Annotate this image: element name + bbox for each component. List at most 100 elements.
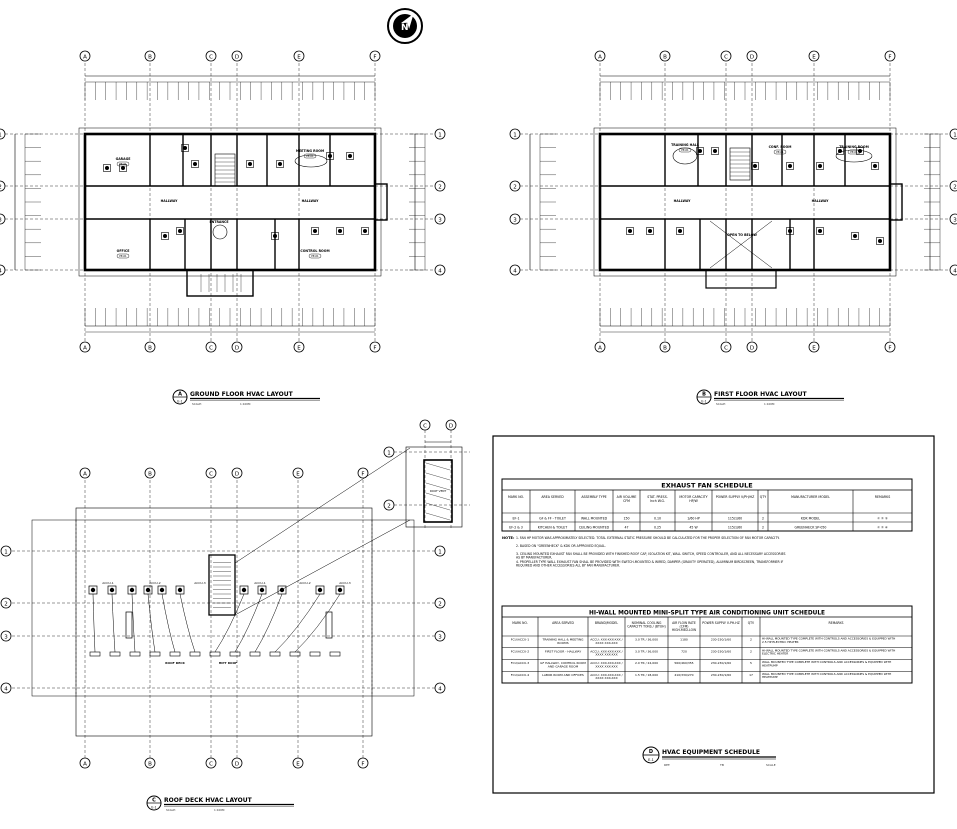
- title-symbol-top: A: [178, 392, 182, 398]
- grid-col-E-bottom-label: E: [812, 345, 816, 351]
- furniture-item: [711, 147, 719, 155]
- plan-scale-label: SCALE:: [716, 402, 726, 406]
- exhaust-note-2-line: 3. CEILING MOUNTED EXHAUST FAN SHALL BE …: [516, 552, 786, 556]
- title-symbol-bottom: E-1: [701, 400, 706, 404]
- refrigerant-pipe: [131, 593, 136, 653]
- accu-icon: [241, 587, 247, 593]
- grid-col-D-bottom-label: D: [235, 345, 239, 351]
- aircon-header-6-line: QTY.: [748, 621, 755, 625]
- accu-icon: [159, 587, 165, 593]
- exhaust-header-0: MARK NO.: [508, 495, 524, 499]
- rect: [309, 651, 321, 657]
- entrance-table: [212, 224, 228, 240]
- aircon-cell-line: TRAINING HALL & MEETING: [542, 638, 585, 642]
- ac-unit-icon: [788, 229, 792, 233]
- line: [234, 447, 411, 564]
- exhaust-cell: EF-2 & 3: [509, 526, 523, 530]
- grid-col-C-bubble: [720, 50, 732, 62]
- aircon-header-1: AREA SERVED: [552, 621, 574, 625]
- plan-title: GROUND FLOOR HVAC LAYOUT: [190, 391, 294, 398]
- roof-grid-row-2-right-bubble: [434, 597, 446, 609]
- grid-row-2-right-bubble: [949, 180, 957, 192]
- equipment-symbol-bottom: E-1: [648, 758, 654, 762]
- grid-col-E-bubble: [808, 50, 820, 62]
- accu-icon: [337, 587, 343, 593]
- room-name: HALLWAY: [161, 199, 178, 203]
- aircon-cell-line: 3.0 TR / 36,000: [635, 638, 658, 642]
- room-tag-box: [678, 147, 692, 153]
- exhaust-cell: GREENHECK SP-050: [795, 526, 827, 530]
- room-name: CONF. ROOM: [769, 145, 792, 149]
- exhaust-header-4: STAT. PRESS.Inch W.G.: [647, 495, 667, 503]
- furniture-item: [786, 162, 794, 170]
- aircon-cell: FIRST FLOOR - HALLWAY: [545, 649, 581, 653]
- exhaust-header-1: AREA SERVED: [541, 495, 564, 499]
- exhaust-cell: 115/1/60: [728, 517, 742, 521]
- ac-unit-icon: [278, 162, 282, 166]
- aircon-cell-line: ROOMS: [557, 641, 568, 645]
- aircon-header-6: QTY.: [748, 621, 755, 625]
- refrigerant-pipe: [111, 593, 116, 653]
- aircon-cell: 230-230/1/60: [711, 673, 731, 677]
- grid-col-F-label: F: [373, 54, 376, 60]
- line: [425, 492, 451, 501]
- ac-unit-icon: [193, 162, 197, 166]
- grid-col-E-bubble: [293, 50, 305, 62]
- grid-row-4-right-label: 4: [953, 268, 957, 274]
- aircon-cell: FCU/ACCU-2: [511, 649, 529, 653]
- north-arrow-label: N: [401, 23, 409, 33]
- aircon-cell: ACCU: XXX-XXX-XXX /XXXX XXX-XXX: [590, 661, 623, 668]
- exhaust-header-6: POWER SUPPLY V/PH/HZ: [716, 495, 755, 499]
- furniture-item: [676, 227, 684, 235]
- roof-grid-col-C-bottom-label: C: [209, 761, 213, 767]
- ac-unit-icon: [818, 229, 822, 233]
- furniture-item: [271, 232, 279, 240]
- room-tag-box: [847, 149, 861, 155]
- rect: [125, 611, 133, 639]
- roof-grid-row-2-right-label: 2: [438, 601, 442, 607]
- aircon-cell: 410/330/270: [674, 673, 693, 677]
- room-tag-box: [116, 161, 130, 167]
- exhaust-cell: 1/60 HP: [687, 517, 700, 521]
- exhaust-header-1-line: AREA SERVED: [541, 495, 564, 499]
- roof-grid-col-A-label: A: [83, 471, 87, 477]
- roof-grid-row-2-bubble: [0, 597, 12, 609]
- aircon-cell-line: 720: [681, 649, 687, 653]
- ac-unit-icon: [878, 239, 882, 243]
- plan-scale-label: SCALE:: [192, 402, 202, 406]
- room-tag: PE-01: [311, 254, 319, 258]
- grid-row-1-right-bubble: [949, 128, 957, 140]
- exhaust-header-7-line: QTY: [760, 495, 766, 499]
- roof-grid-col-A-bottom-label: A: [83, 761, 87, 767]
- grid-col-D-bottom-bubble: [746, 341, 758, 353]
- exhaust-note-1-line: 2. BASED ON "GREENHECK" & KDK OR APPROVE…: [516, 544, 606, 548]
- room-name: GARAGE: [116, 157, 131, 161]
- room-tag-box: [303, 153, 317, 159]
- furniture-item: [346, 152, 354, 160]
- refrigerant-pipe: [92, 593, 96, 653]
- equipment-schedule-title: HVAC EQUIPMENT SCHEDULE: [662, 749, 760, 756]
- refrigerant-pipe: [147, 593, 156, 653]
- refrigerant-pipe: [214, 593, 245, 653]
- equipment-footer-tb: TB: [719, 763, 724, 767]
- grid-col-D-bottom-label: D: [750, 345, 754, 351]
- aircon-cell-line: 17: [749, 673, 753, 677]
- exhaust-header-8-line: MANUFACTURER MODEL: [791, 495, 830, 499]
- aircon-cell-line: 2: [750, 638, 752, 642]
- exhaust-cell: ① ② ④: [877, 526, 888, 530]
- aircon-cell-line: 2: [750, 649, 752, 653]
- grid-col-B-bottom-label: B: [663, 345, 667, 351]
- accu-icon: [109, 587, 115, 593]
- roof-grid-col-C-bottom-bubble: [205, 757, 217, 769]
- roof-grid-col-B-bubble: [144, 467, 156, 479]
- north-arrow-icon: N: [387, 8, 423, 44]
- accu-icon: [317, 587, 323, 593]
- grid-row-1-right-label: 1: [438, 132, 442, 138]
- aircon-cell-line: WALL MOUNTED TYPE COMPLETE WITH CONTROLS…: [762, 660, 891, 664]
- ac-unit-icon: [678, 229, 682, 233]
- aircon-cell: ACCU: XXX-XXX-XXX /XXXX XXX-XXX: [590, 638, 623, 645]
- roof-grid-col-D-label: D: [235, 471, 239, 477]
- aircon-unit-schedule: HI-WALL MOUNTED MINI-SPLIT TYPE AIR COND…: [501, 605, 913, 684]
